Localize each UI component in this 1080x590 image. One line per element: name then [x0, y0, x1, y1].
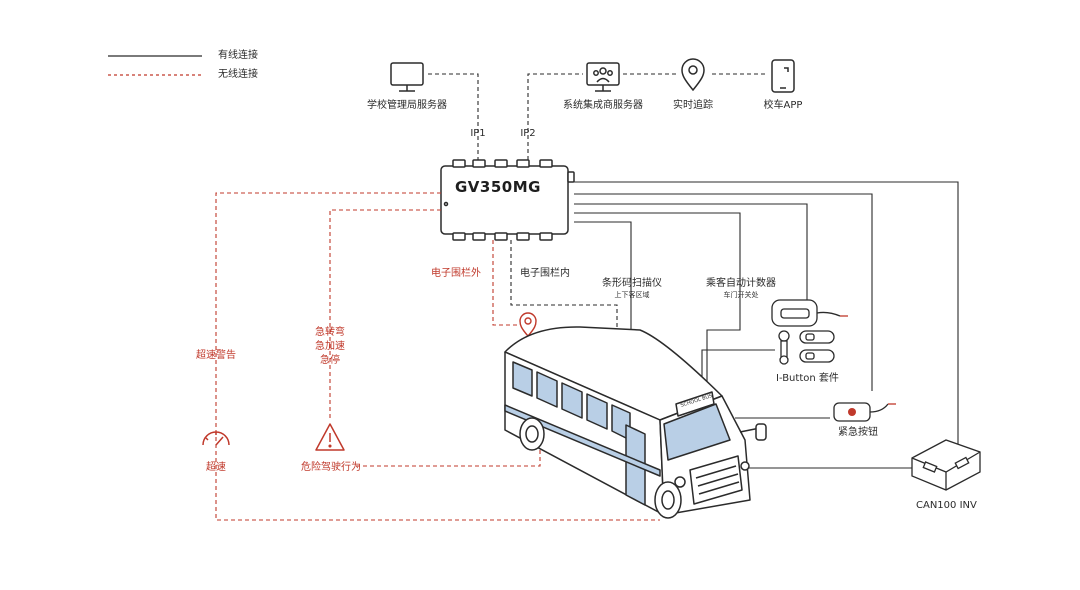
group-monitor-icon: [586, 62, 620, 92]
wired-links: [574, 181, 959, 469]
legend-wired-label: 有线连接: [218, 50, 258, 61]
ip2-label: IP2: [520, 128, 536, 139]
alert-links: [215, 192, 660, 521]
harsh-turn-label: 急转弯: [315, 327, 345, 338]
ip1-label: IP1: [470, 128, 486, 139]
gv350mg-device: [440, 159, 575, 241]
can-label: CAN100 INV: [916, 500, 977, 511]
legend-wireless-label: 无线连接: [218, 69, 258, 80]
red-location-pin-icon: [519, 312, 537, 338]
top-wireless-links: [428, 73, 766, 160]
warning-triangle-icon: [315, 423, 345, 451]
geofence-inside-label: 电子围栏内: [520, 268, 570, 279]
device-name: GV350MG: [455, 178, 541, 196]
tracking-label: 实时追踪: [673, 100, 713, 111]
can100-device: [911, 439, 981, 491]
speedometer-icon: [202, 431, 230, 446]
school-bus: [504, 326, 767, 519]
integrator-server-label: 系统集成商服务器: [563, 100, 643, 111]
passenger-counter-sensor: [771, 299, 848, 327]
barcode-title: 条形码扫描仪: [602, 278, 662, 289]
location-pin-icon: [681, 58, 705, 92]
barcode-sub: 上下客区域: [614, 291, 650, 299]
speeding-label: 超速: [206, 462, 226, 473]
school-server-label: 学校管理局服务器: [367, 100, 447, 111]
harsh-brake-label: 急停: [320, 355, 340, 366]
ibutton-label: I-Button 套件: [776, 373, 839, 384]
app-label: 校车APP: [763, 100, 803, 111]
danger-driving-label: 危险驾驶行为: [301, 462, 361, 473]
monitor-icon: [390, 62, 424, 92]
harsh-accel-label: 急加速: [315, 341, 345, 352]
phone-icon: [771, 59, 795, 93]
geofence-outside-label: 电子围栏外: [431, 268, 481, 279]
counter-sub: 车门开关处: [723, 291, 759, 299]
panic-label: 紧急按钮: [838, 427, 878, 438]
ibutton-kit: [778, 330, 835, 365]
counter-title: 乘客自动计数器: [706, 278, 776, 289]
speeding-alert-label: 超速警告: [196, 350, 236, 361]
panic-button-device: [833, 402, 896, 422]
